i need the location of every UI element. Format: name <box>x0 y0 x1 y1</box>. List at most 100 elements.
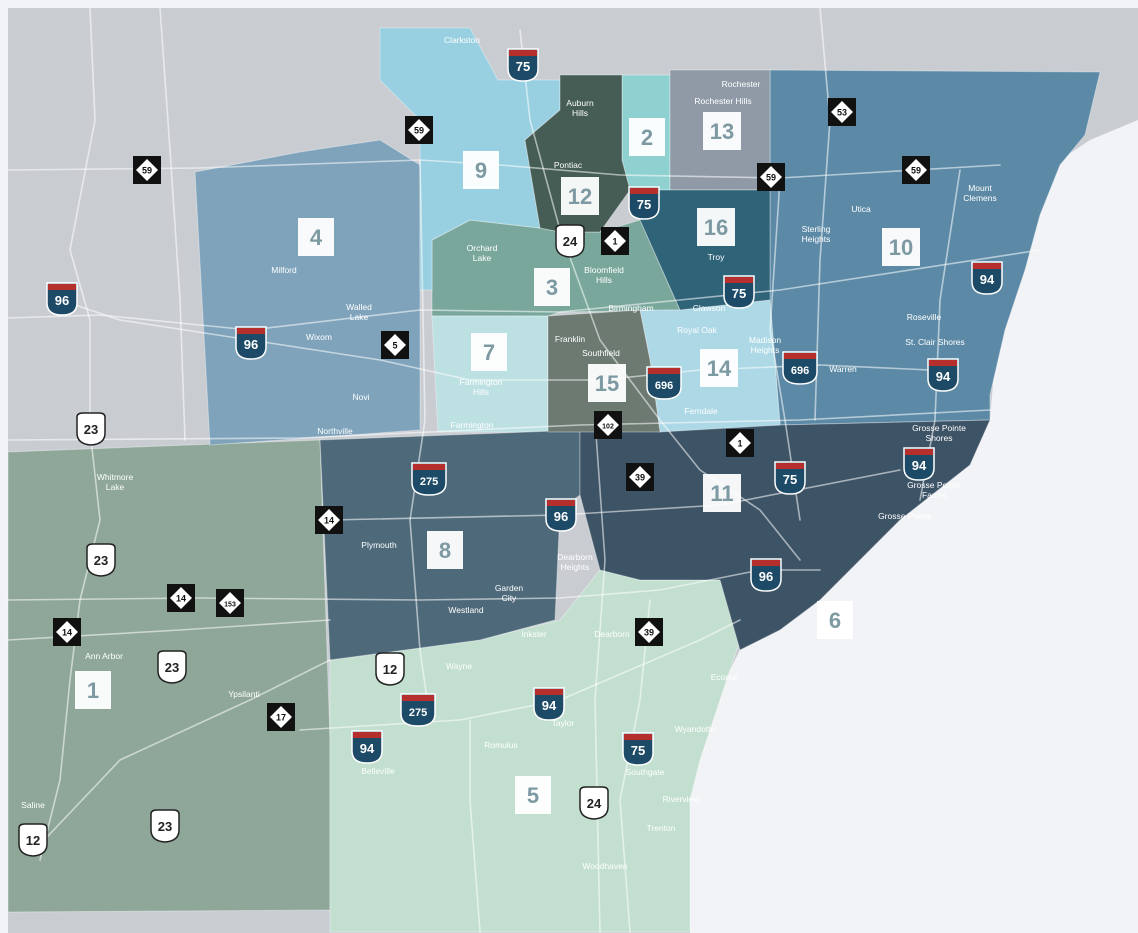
road-line <box>29 659 331 856</box>
svg-text:39: 39 <box>635 473 645 483</box>
place-label-farmington: Farmington <box>451 420 494 430</box>
road-line <box>469 719 481 933</box>
interstate-shield-i96-west-icon: 96 <box>46 282 78 316</box>
zone-label-2: 2 <box>629 118 665 156</box>
svg-text:102: 102 <box>602 424 614 431</box>
svg-text:15: 15 <box>595 371 619 396</box>
state-shield-m5-icon: 5 <box>381 331 409 359</box>
road-line <box>409 159 431 721</box>
zone-label-8: 8 <box>427 531 463 569</box>
interstate-shield-i94-grosse-icon: 94 <box>903 447 935 481</box>
road-line <box>7 409 991 441</box>
state-shield-m14-middle-icon: 14 <box>167 584 195 612</box>
interstate-shield-i94-taylor-icon: 94 <box>533 687 565 721</box>
interstate-shield-i94-belleville-icon: 94 <box>351 730 383 764</box>
interstate-shield-i275-north-icon: 275 <box>411 462 447 496</box>
interstate-shield-i75-detroit-icon: 75 <box>774 461 806 495</box>
svg-text:96: 96 <box>55 293 69 308</box>
place-label-taylor: Taylor <box>552 718 575 728</box>
state-shield-m153-icon: 153 <box>216 589 244 617</box>
place-label-wyandotte: Wyandotte <box>675 724 716 734</box>
svg-text:75: 75 <box>631 743 645 758</box>
place-label-franklin: Franklin <box>555 334 586 344</box>
place-label-milford: Milford <box>271 265 297 275</box>
state-shield-m59-clarkston-icon: 59 <box>405 116 433 144</box>
svg-text:14: 14 <box>176 594 186 604</box>
state-shield-m102-icon: 102 <box>594 411 622 439</box>
zone-label-16: 16 <box>697 208 735 246</box>
place-label-southfield: Southfield <box>582 348 620 358</box>
svg-text:1: 1 <box>612 237 617 247</box>
svg-text:75: 75 <box>516 59 530 74</box>
road-line <box>159 7 186 441</box>
zone-4 <box>194 139 421 446</box>
svg-text:39: 39 <box>644 628 654 638</box>
interstate-shield-i696-warren-icon: 696 <box>782 351 818 385</box>
us-shield-us24-bloomfield-icon: 24 <box>555 224 585 258</box>
place-label-clarkston: Clarkston <box>444 35 480 45</box>
svg-text:24: 24 <box>563 234 578 249</box>
road-line <box>59 299 931 381</box>
interstate-shield-i696-southfield-icon: 696 <box>646 366 682 400</box>
svg-text:96: 96 <box>759 569 773 584</box>
svg-text:75: 75 <box>637 197 651 212</box>
state-shield-m53-icon: 53 <box>828 98 856 126</box>
road-line <box>814 7 831 421</box>
place-label-saline: Saline <box>21 800 45 810</box>
place-label-plymouth: Plymouth <box>361 540 397 550</box>
interstate-shield-i75-pontiac-icon: 75 <box>628 186 660 220</box>
svg-text:94: 94 <box>936 369 951 384</box>
svg-text:11: 11 <box>710 481 733 506</box>
place-label-northville: Northville <box>317 426 353 436</box>
zone-label-1: 1 <box>75 671 111 709</box>
zone-label-4: 4 <box>298 218 334 256</box>
svg-text:12: 12 <box>26 833 40 848</box>
svg-text:59: 59 <box>142 166 152 176</box>
place-label-birmingham: Birmingham <box>608 303 653 313</box>
svg-text:96: 96 <box>554 509 568 524</box>
svg-text:5: 5 <box>392 341 397 351</box>
svg-text:5: 5 <box>527 783 539 808</box>
place-label-clawson: Clawson <box>693 303 726 313</box>
zone-label-14: 14 <box>700 349 738 387</box>
place-label-inkster: Inkster <box>521 629 547 639</box>
place-label-rochester: Rochester <box>722 79 761 89</box>
svg-text:153: 153 <box>224 602 236 609</box>
us-shield-us24-south-icon: 24 <box>579 786 609 820</box>
svg-text:14: 14 <box>62 628 72 638</box>
svg-text:53: 53 <box>837 108 847 118</box>
place-label-dearborn: Dearborn <box>594 629 630 639</box>
zone-label-10: 10 <box>882 228 920 266</box>
svg-text:23: 23 <box>94 553 108 568</box>
state-shield-m39-south-icon: 39 <box>635 618 663 646</box>
shields-layer: 7575757575969696969494949494275275696696… <box>18 48 1003 857</box>
interstate-shield-i94-stclair-icon: 94 <box>927 358 959 392</box>
svg-text:17: 17 <box>276 713 286 723</box>
svg-text:2: 2 <box>641 125 653 150</box>
interstate-shield-i94-east-icon: 94 <box>971 261 1003 295</box>
svg-text:8: 8 <box>439 538 451 563</box>
zone-label-3: 3 <box>534 268 570 306</box>
place-label-roseville: Roseville <box>907 312 942 322</box>
svg-text:23: 23 <box>84 422 98 437</box>
zone-label-15: 15 <box>588 364 626 402</box>
place-label-romulus: Romulus <box>484 740 518 750</box>
place-label-wixom: Wixom <box>306 332 332 342</box>
interstate-shield-i96-detroit-icon: 96 <box>750 558 782 592</box>
us-shield-us23-whitmore-icon: 23 <box>86 543 116 577</box>
road-line <box>39 7 101 861</box>
state-shield-m14-west-icon: 14 <box>53 618 81 646</box>
svg-text:3: 3 <box>546 275 558 300</box>
interstate-shield-i96-wixom-icon: 96 <box>235 326 267 360</box>
svg-text:75: 75 <box>732 286 746 301</box>
svg-text:94: 94 <box>980 272 995 287</box>
svg-text:96: 96 <box>244 337 258 352</box>
state-shield-m59-macomb-icon: 59 <box>902 156 930 184</box>
